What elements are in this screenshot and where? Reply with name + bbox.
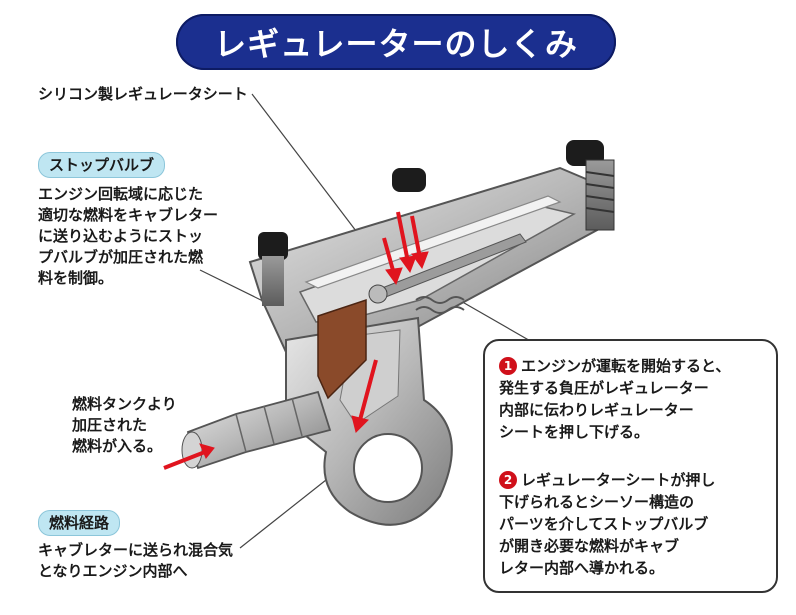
fuel-tank-label: 燃料タンクより 加圧された 燃料が入る。: [72, 395, 177, 455]
stop-valve: [317, 298, 367, 400]
stop-valve-description: エンジン回転域に応じた 適切な燃料をキャブレター に送り込むようにストッ プバル…: [38, 185, 219, 287]
screw-left: [258, 232, 288, 306]
step-text: レギュレーターシートが押し 下げられるとシーソー構造の パーツを介してストップバ…: [499, 471, 716, 577]
step-text: エンジンが運転を開始すると、 発生する負圧がレギュレーター 内部に伝わりレギュレ…: [499, 357, 731, 441]
fuel-path-tag: 燃料経路: [38, 510, 121, 536]
title-banner: レギュレーターのしくみ: [176, 14, 616, 70]
inlet-nozzle: [181, 390, 332, 470]
page-title: レギュレーターのしくみ: [214, 25, 578, 63]
screw-right: [566, 140, 615, 231]
step-number-badge: 2: [499, 471, 517, 489]
fuel-path-description: キャブレターに送られ混合気 となりエンジン内部へ: [38, 541, 234, 580]
spring: [415, 296, 465, 314]
leader-line-path: [239, 479, 327, 549]
flow-arrows: [163, 211, 429, 470]
stop-valve-tag: ストップバルブ: [38, 152, 166, 178]
step-number-badge: 1: [499, 357, 517, 375]
pivot: [368, 284, 388, 304]
regulator-sheet: [304, 195, 562, 289]
screw-middle: [392, 168, 426, 192]
silicone-sheet-label: シリコン製レギュレータシート: [38, 85, 248, 103]
leader-line-sheet: [251, 93, 373, 253]
mounting-ring: [353, 433, 423, 503]
